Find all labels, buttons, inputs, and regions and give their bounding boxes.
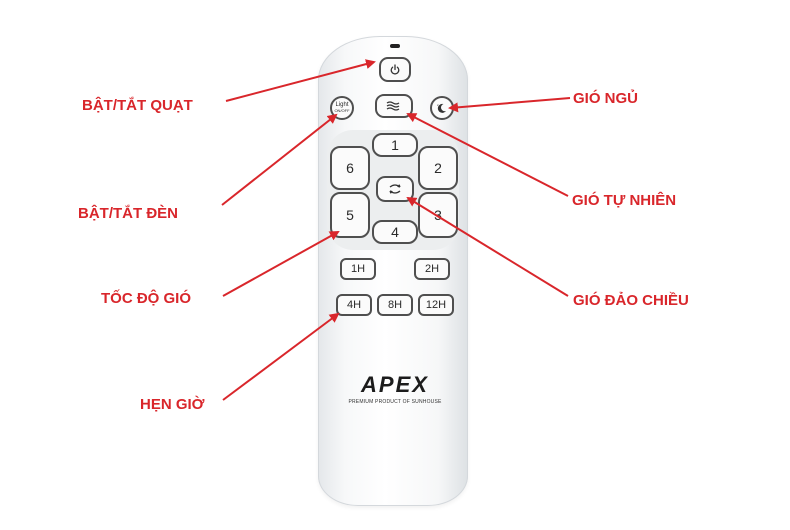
- speed-4-button[interactable]: 4: [372, 220, 418, 244]
- speed-5-button[interactable]: 5: [330, 192, 370, 238]
- reverse-arrows-icon: [389, 184, 401, 194]
- light-label-line1: Light: [335, 102, 349, 108]
- power-button[interactable]: [379, 57, 411, 82]
- reverse-wind-button[interactable]: [376, 176, 414, 202]
- natural-wind-button[interactable]: [375, 94, 413, 118]
- timer-2h-button[interactable]: 2H: [414, 258, 450, 280]
- timer-1h-button[interactable]: 1H: [340, 258, 376, 280]
- label-power: BẬT/TẮT QUẠT: [82, 97, 193, 114]
- timer-4h-label: 4H: [346, 299, 362, 311]
- ir-led-indicator: [390, 44, 400, 48]
- speed-1-label: 1: [391, 137, 399, 153]
- label-light: BẬT/TẮT ĐÈN: [78, 205, 178, 222]
- moon-icon: z: [437, 103, 446, 113]
- label-natural: GIÓ TỰ NHIÊN: [572, 192, 677, 209]
- arrow-sleep: [448, 97, 571, 113]
- speed-4-label: 4: [391, 224, 399, 240]
- light-button[interactable]: Light ON/OFF: [330, 96, 354, 120]
- speed-2-button[interactable]: 2: [418, 146, 458, 190]
- brand-tagline: PREMIUM PRODUCT OF SUNHOUSE: [348, 399, 442, 405]
- power-icon: [390, 63, 400, 75]
- speed-1-button[interactable]: 1: [372, 133, 418, 157]
- speed-2-label: 2: [434, 160, 442, 176]
- label-speed: TỐC ĐỘ GIÓ: [101, 290, 191, 307]
- speed-6-button[interactable]: 6: [330, 146, 370, 190]
- timer-4h-button[interactable]: 4H: [336, 294, 372, 316]
- speed-5-label: 5: [346, 207, 354, 223]
- timer-12h-label: 12H: [425, 299, 447, 311]
- brand-block: APEX PREMIUM PRODUCT OF SUNHOUSE: [343, 372, 447, 405]
- label-sleep: GIÓ NGỦ: [573, 90, 639, 107]
- speed-3-button[interactable]: 3: [418, 192, 458, 238]
- speed-6-label: 6: [346, 160, 354, 176]
- svg-text:z: z: [437, 103, 439, 107]
- sleep-wind-button[interactable]: z: [430, 96, 454, 120]
- timer-2h-label: 2H: [424, 263, 440, 275]
- label-reverse: GIÓ ĐẢO CHIỀU: [573, 292, 689, 309]
- timer-12h-button[interactable]: 12H: [418, 294, 454, 316]
- light-label-line2: ON/OFF: [334, 108, 350, 113]
- timer-1h-label: 1H: [350, 263, 366, 275]
- label-timer: HẸN GIỜ: [140, 396, 205, 413]
- brand-logo: APEX: [361, 372, 429, 397]
- timer-8h-label: 8H: [387, 299, 403, 311]
- waves-icon: [386, 101, 400, 111]
- timer-8h-button[interactable]: 8H: [377, 294, 413, 316]
- speed-3-label: 3: [434, 207, 442, 223]
